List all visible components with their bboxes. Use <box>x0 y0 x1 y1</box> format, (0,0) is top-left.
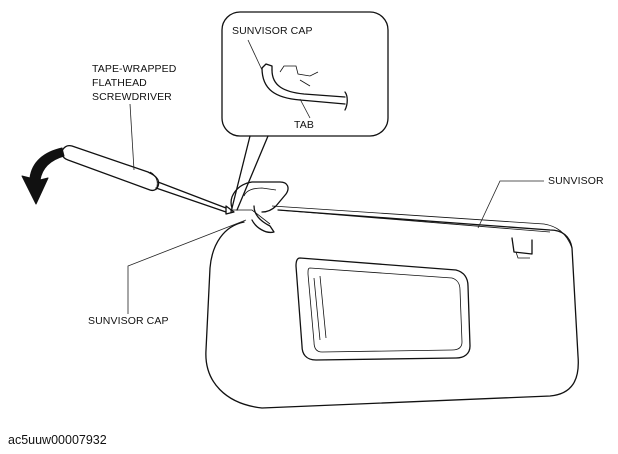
figure-id: ac5uuw00007932 <box>8 433 107 447</box>
sunvisor-clip <box>511 237 533 255</box>
sunvisor-cap-label: SUNVISOR CAP <box>88 315 169 327</box>
mirror-frame <box>295 257 471 361</box>
mirror-glass <box>307 267 463 353</box>
svg-text:TAPE-WRAPPED: TAPE-WRAPPED <box>92 63 177 75</box>
cap-detail-drawing <box>261 63 348 111</box>
sunvisor-label: SUNVISOR <box>548 175 604 187</box>
detail-cap-leader <box>247 39 263 71</box>
tab-label: TAB <box>294 119 314 131</box>
svg-text:FLATHEAD: FLATHEAD <box>92 77 147 89</box>
callout-pointer <box>230 135 269 213</box>
sunvisor-outline <box>205 209 579 409</box>
curved-arrow-down-icon <box>21 147 65 205</box>
detail-box <box>221 11 389 137</box>
tab-leader <box>299 98 311 119</box>
screwdriver-shaft <box>155 181 227 213</box>
sunvisor-drawing <box>205 205 579 409</box>
detail-callout: SUNVISOR CAP TAB <box>221 11 389 213</box>
detail-cap-label: SUNVISOR CAP <box>232 25 313 37</box>
svg-text:SCREWDRIVER: SCREWDRIVER <box>92 91 172 103</box>
sunvisor-leader <box>477 180 544 229</box>
screwdriver-leader <box>129 103 135 171</box>
sunvisor-cap-leader <box>127 219 247 314</box>
sunvisor-cap-drawing <box>230 181 289 234</box>
screwdriver-handle <box>61 144 160 192</box>
screwdriver-drawing <box>61 144 235 215</box>
screwdriver-label: TAPE-WRAPPED FLATHEAD SCREWDRIVER <box>92 63 177 103</box>
